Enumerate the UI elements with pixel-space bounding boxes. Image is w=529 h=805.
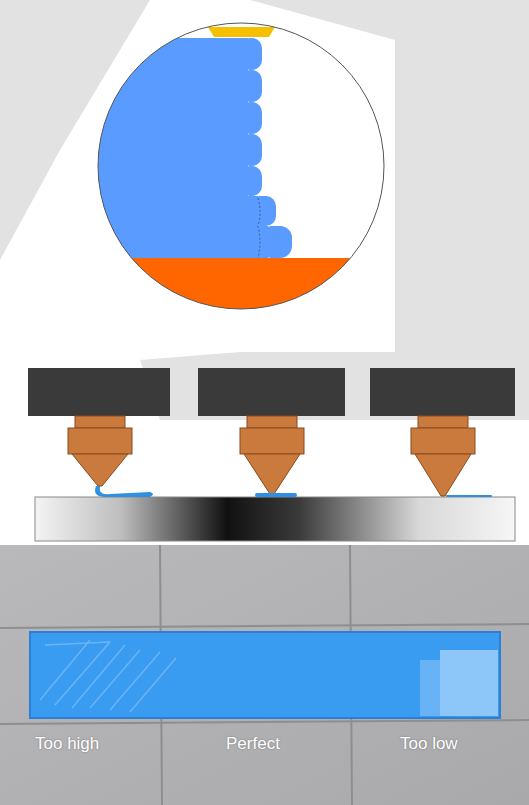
position-label: Too low (400, 734, 458, 754)
test-print-photo (0, 545, 529, 805)
magnified-view (90, 23, 400, 318)
position-label: Perfect (226, 734, 280, 754)
nozzle-comparison (28, 368, 515, 541)
position-label: Too high (35, 734, 99, 754)
